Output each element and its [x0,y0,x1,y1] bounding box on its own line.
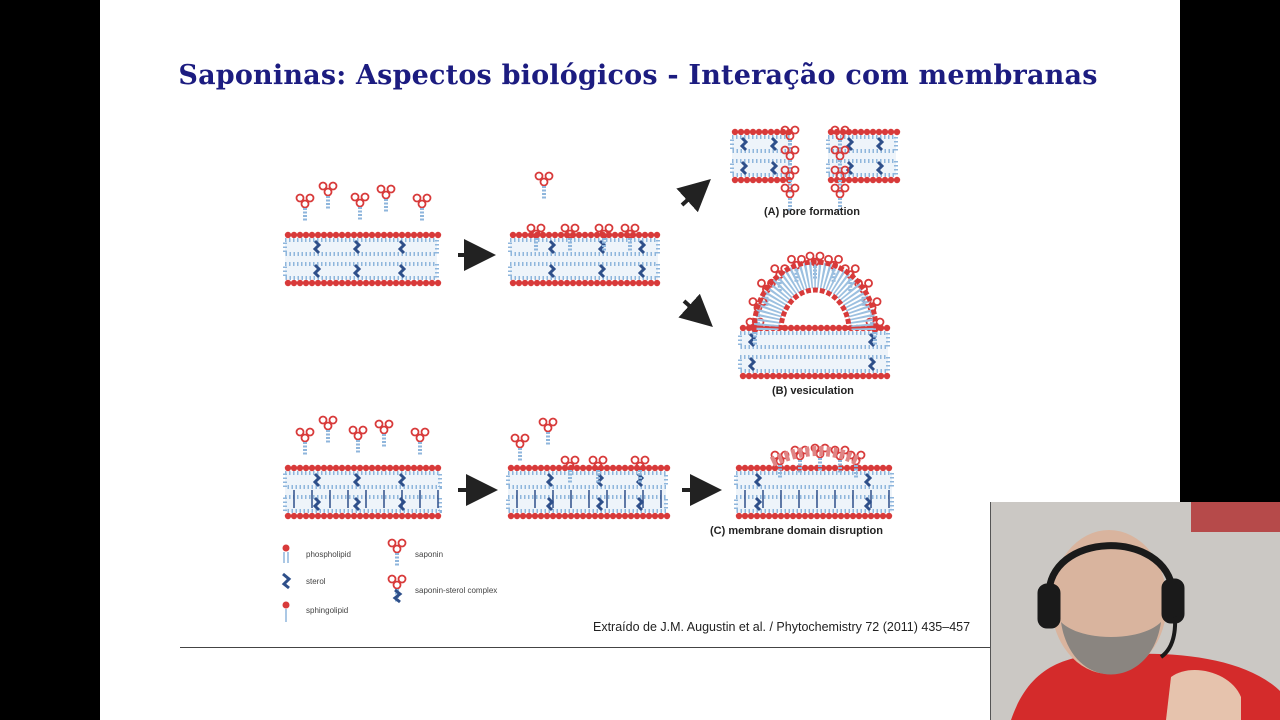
membrane-initial-top [283,231,442,287]
membrane-figure: (A) pore formation (B) vesiculation (C) … [281,125,901,622]
legend-sphingolipid: sphingolipid [306,606,348,615]
membrane-initial-bottom [283,464,442,520]
label-vesiculation: (B) vesiculation [772,385,854,397]
label-domain-disruption: (C) membrane domain disruption [710,525,883,537]
person-icon [1011,530,1280,720]
vesicle-dome [751,259,879,331]
membrane-disrupted [734,464,894,520]
slide-title: Saponinas: Aspectos biológicos - Interaç… [178,60,1098,91]
legend-saponin: saponin [415,550,443,559]
arrow-up-pore [676,178,711,213]
membrane-inserted-top [508,231,661,287]
pore-right [826,128,901,184]
vesicle-base [738,324,891,380]
disruption-bulge [769,446,863,467]
presenter-video [991,502,1280,720]
legend-phospholipid-icon [282,544,290,552]
saponin-molecules [295,125,885,484]
pore-left [730,128,793,184]
legend-sterol: sterol [306,577,326,586]
legend: phospholipid sterol sphingolipid saponin… [281,538,497,622]
legend-sphingolipid-icon [282,601,290,609]
legend-sterol-icon [281,572,292,590]
arrow-down-vesicle [678,293,713,328]
divider-line [180,647,1010,648]
legend-complex-icon [387,574,407,604]
label-pore-formation: (A) pore formation [764,206,860,218]
headset-icon [1037,542,1185,659]
process-arrows [458,178,722,506]
source-citation: Extraído de J.M. Augustin et al. / Phyto… [593,620,971,634]
legend-phospholipid: phospholipid [306,550,351,559]
slide: Saponinas: Aspectos biológicos - Interaç… [100,0,1180,720]
webcam-overlay [990,502,1280,720]
legend-saponin-icon [387,538,407,567]
legend-saponin-sterol-complex: saponin-sterol complex [415,586,497,595]
membrane-inserted-bottom [506,464,671,520]
